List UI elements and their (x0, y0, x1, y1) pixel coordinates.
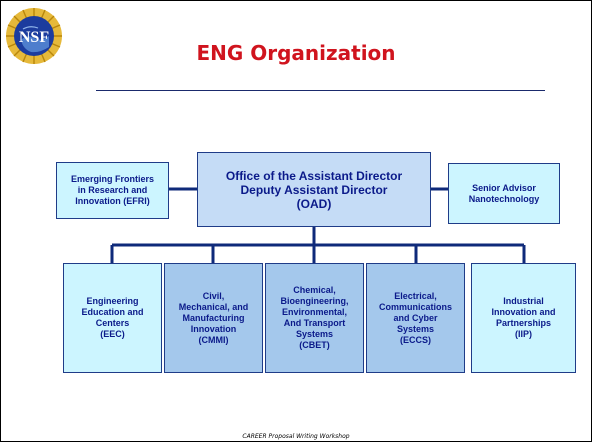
node-senior-advisor: Senior Advisor Nanotechnology (448, 163, 560, 224)
node-eccs: Electrical, Communications and Cyber Sys… (366, 263, 465, 373)
node-eec: Engineering Education and Centers (EEC) (63, 263, 162, 373)
node-cbet: Chemical, Bioengineering, Environmental,… (265, 263, 364, 373)
node-efri: Emerging Frontiers in Research and Innov… (56, 162, 169, 219)
title-divider (96, 90, 545, 91)
node-iip: Industrial Innovation and Partnerships (… (471, 263, 576, 373)
logo-text: NSF (19, 29, 49, 46)
nsf-logo: NSF (6, 8, 62, 64)
footer-text: CAREER Proposal Writing Workshop (242, 433, 350, 440)
node-oad: Office of the Assistant Director Deputy … (197, 152, 431, 227)
page-title: ENG Organization (196, 41, 396, 65)
node-cmmi: Civil, Mechanical, and Manufacturing Inn… (164, 263, 263, 373)
